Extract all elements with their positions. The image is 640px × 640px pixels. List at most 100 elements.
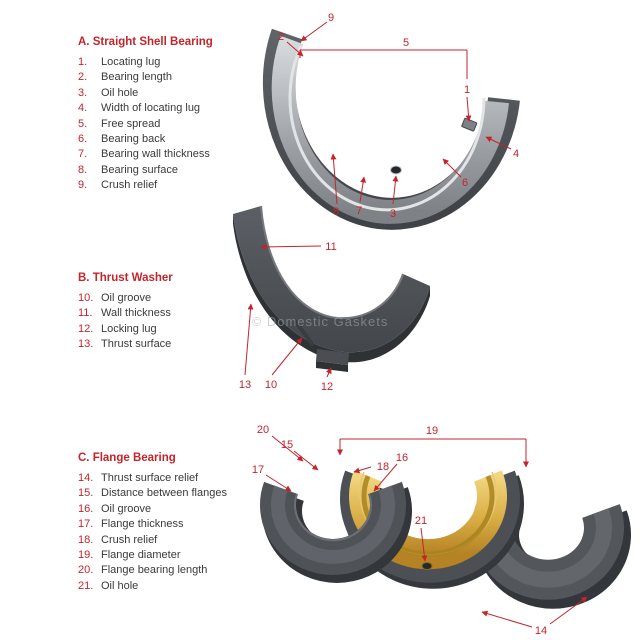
callout-2: 2 <box>278 31 284 43</box>
callout-lines-b <box>244 243 332 378</box>
legend-item-label: Oil hole <box>101 86 139 99</box>
legend-item-16: 16.Oil groove <box>78 502 227 517</box>
left-flange-highlight <box>271 485 395 564</box>
legend-straight-shell-bearing: A. Straight Shell Bearing 1.Locating lug… <box>78 36 213 194</box>
callout-numbers-b: 11 13 10 12 <box>239 241 337 393</box>
legend-item-number: 18. <box>78 533 94 546</box>
leader-6 <box>442 158 462 178</box>
callout-16: 16 <box>396 452 408 464</box>
flange-bearing-illustration <box>260 470 631 609</box>
legend-item-3: 3. Oil hole <box>78 86 213 101</box>
legend-item-number: 1. <box>78 56 88 68</box>
legend-item-label: Thrust surface relief <box>101 472 199 484</box>
callout-20: 20 <box>257 424 269 436</box>
leader-11 <box>260 243 322 250</box>
legend-item-number: 8. <box>78 163 88 176</box>
legend-item-number: 7. <box>78 148 88 161</box>
oil-hole-c <box>421 562 433 570</box>
leader-4 <box>485 136 512 150</box>
legend-flange-bearing: C. Flange Bearing 14. Thrust surface reli… <box>78 452 227 594</box>
legend-item-1: 1. Locating lug <box>78 55 213 70</box>
callout-13: 13 <box>239 379 251 391</box>
legend-item-20: 20.Flange bearing length <box>78 563 227 578</box>
callout-18: 18 <box>377 461 389 473</box>
callout-numbers-a: 9 2 5 1 4 6 3 7 8 <box>278 12 519 220</box>
callout-10: 10 <box>265 379 277 391</box>
callout-15: 15 <box>281 439 293 451</box>
leader-17 <box>265 474 292 492</box>
legend-item-18: 18. Crush relief <box>78 533 227 548</box>
legend-item-number: 5. <box>78 117 88 130</box>
thrust-washer-illustration <box>233 205 430 372</box>
leader-3 <box>392 175 399 205</box>
washer-thickness-edge <box>233 214 430 363</box>
leader-12 <box>326 367 332 378</box>
legend-item-label: Locating lug <box>101 56 161 68</box>
callout-19: 19 <box>426 425 438 437</box>
callout-6: 6 <box>462 177 468 189</box>
legend-item-8: 8.Bearing surface <box>78 163 213 178</box>
oil-hole <box>390 165 402 175</box>
legend-item-number: 12. <box>78 322 94 335</box>
legend-item-4: 4. Width of locating lug <box>78 101 213 116</box>
callout-lines-c <box>265 435 588 628</box>
legend-item-21: 21.Oil hole <box>78 579 227 594</box>
locking-lug <box>316 349 349 365</box>
legend-item-label: Free spread <box>101 117 161 130</box>
legend-item-label: Oil hole <box>101 579 139 592</box>
callout-12: 12 <box>321 381 333 393</box>
legend-item-number: 4. <box>78 102 88 115</box>
callout-21: 21 <box>415 515 427 527</box>
legend-item-17: 17. Flange thickness <box>78 517 227 532</box>
watermark: © Domestic Gaskets <box>252 314 389 329</box>
legend-item-label: Flange thickness <box>101 518 184 531</box>
callout-11: 11 <box>325 241 336 253</box>
legend-item-10: 10.Oil groove <box>78 291 173 306</box>
left-flange-inner-rim <box>294 493 372 542</box>
legend-item-label: Distance between flanges <box>101 487 227 500</box>
leader-7 <box>359 176 367 203</box>
legend-item-label: Oil groove <box>101 292 152 304</box>
shell-rim-highlight <box>288 45 486 212</box>
legend-item-6: 6.Bearing back <box>78 132 213 147</box>
legend-item-number: 14. <box>78 472 94 484</box>
legend-item-number: 19. <box>78 549 94 562</box>
legend-item-label: Width of locating lug <box>101 102 201 115</box>
legend-b-heading: B. Thrust Washer <box>78 272 173 284</box>
legend-item-label: Wall thickness <box>101 307 171 320</box>
leader-9 <box>300 21 328 42</box>
callout-7: 7 <box>356 205 362 217</box>
legend-item-5: 5. Free spread <box>78 117 213 132</box>
legend-item-12: 12.Locking lug <box>78 322 173 337</box>
legend-item-number: 3. <box>78 86 88 99</box>
legend-item-13: 13.Thrust surface <box>78 337 173 352</box>
legend-item-number: 15. <box>78 487 94 500</box>
legend-item-15: 15. Distance between flanges <box>78 486 227 501</box>
leader-21 <box>420 527 428 562</box>
leader-13 <box>244 303 254 376</box>
leader-14b <box>549 596 588 625</box>
legend-item-number: 20. <box>78 564 94 577</box>
legend-item-number: 17. <box>78 518 94 531</box>
leader-10 <box>271 337 303 376</box>
legend-item-number: 9. <box>78 179 88 192</box>
leader-15 <box>293 450 319 471</box>
callout-9: 9 <box>328 12 334 24</box>
legend-item-label: Thrust surface <box>101 338 172 351</box>
legend-item-number: 11. <box>78 307 93 320</box>
legend-item-2: 2.Bearing length <box>78 70 213 85</box>
callout-8: 8 <box>333 206 339 218</box>
legend-item-number: 6. <box>78 133 88 146</box>
washer-inner-rim <box>260 205 404 320</box>
legend-item-19: 19. Flange diameter <box>78 548 227 563</box>
callout-14: 14 <box>535 625 547 637</box>
legend-c-heading: C. Flange Bearing <box>78 452 176 464</box>
legend-item-label: Crush relief <box>101 533 158 546</box>
legend-item-label: Flange diameter <box>101 549 181 562</box>
callout-3: 3 <box>390 208 396 220</box>
callout-1: 1 <box>464 84 470 96</box>
leader-8 <box>330 153 338 205</box>
leader-14a <box>481 610 533 628</box>
